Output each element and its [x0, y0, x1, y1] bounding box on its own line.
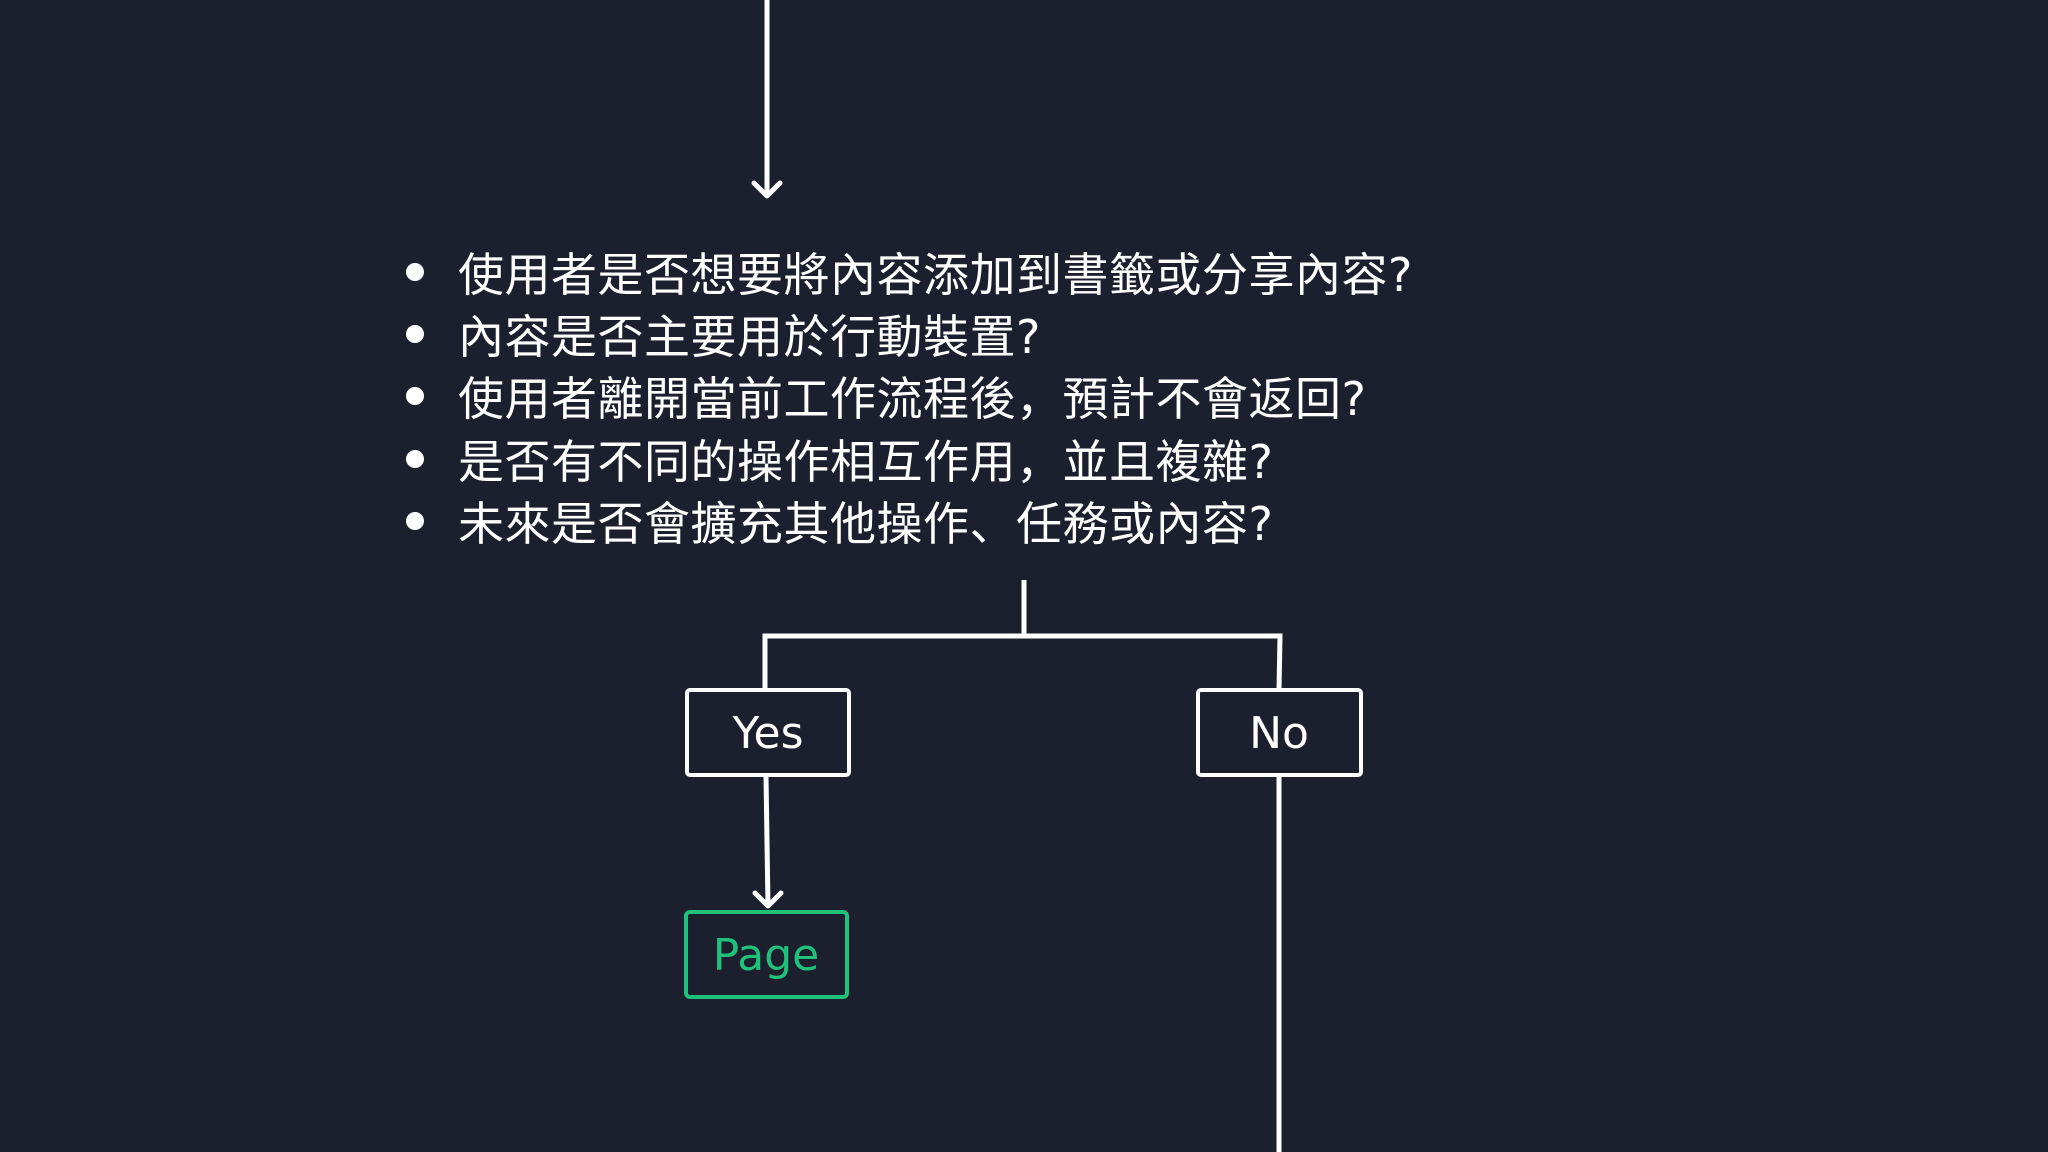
yes-label: Yes [731, 708, 803, 759]
yes-to-page-connector-line [763, 776, 771, 907]
page-box [684, 910, 849, 999]
no-box [1196, 688, 1363, 777]
no-label: No [1249, 708, 1309, 759]
yes-to-page-arrowhead [752, 890, 784, 909]
yes-box [685, 688, 851, 777]
page-label: Page [713, 930, 820, 981]
incoming-arrowhead [751, 180, 783, 199]
split-branch-line [762, 633, 1283, 691]
